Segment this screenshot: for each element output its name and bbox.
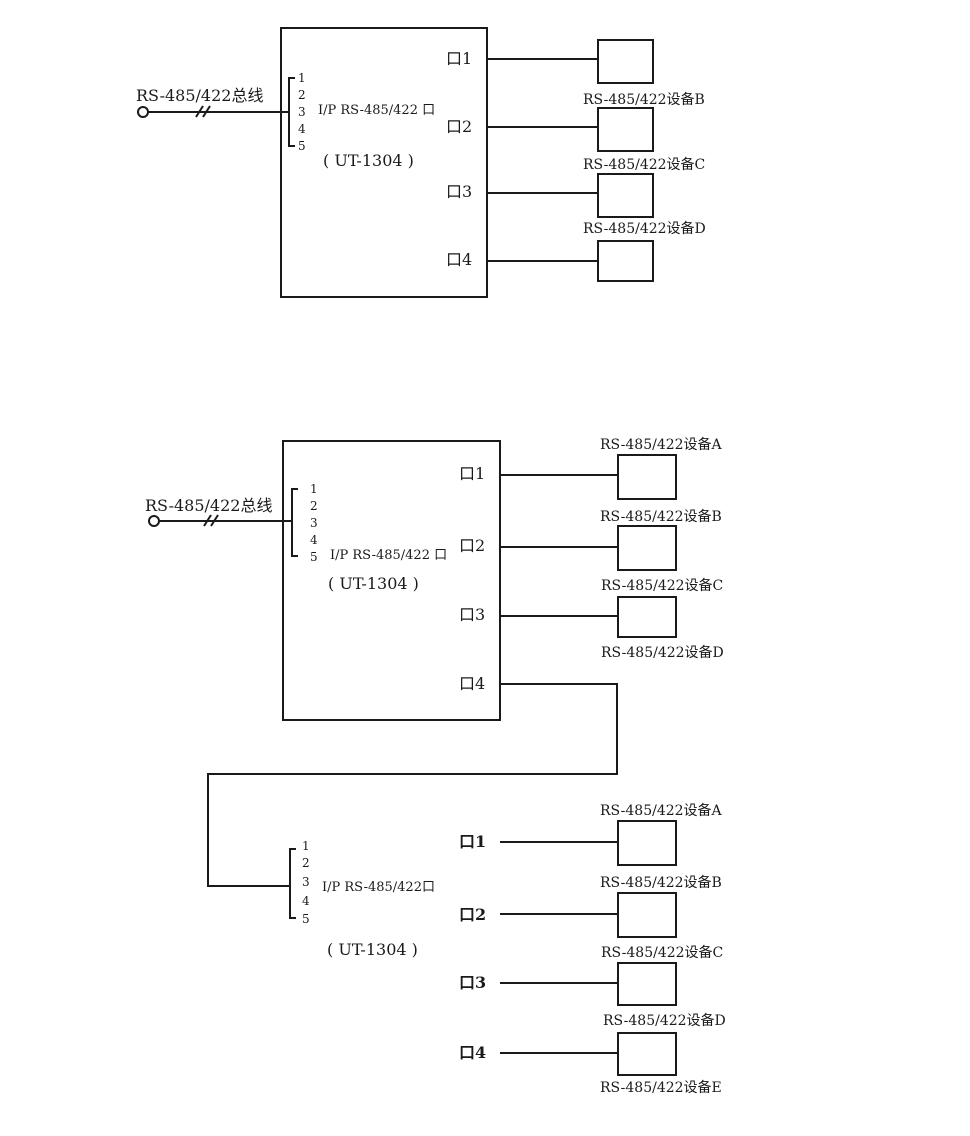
port-3-label: 口3 (459, 973, 486, 992)
device-c-label: RS-485/422设备C (601, 944, 723, 961)
pin-5: 5 (310, 550, 318, 564)
converter-box (280, 27, 488, 298)
device-d-label: RS-485/422设备D (601, 644, 724, 661)
device-box (617, 962, 677, 1006)
device-d-label: RS-485/422设备D (603, 1012, 726, 1029)
pin-5: 5 (298, 139, 306, 153)
bus-slash-2 (210, 514, 219, 527)
device-box (617, 892, 677, 938)
device-box (597, 240, 654, 282)
device-box (597, 173, 654, 218)
port-3-label: 口3 (459, 605, 485, 624)
pin-4: 4 (298, 122, 306, 136)
device-box (617, 820, 677, 866)
port-4-label: 口4 (446, 250, 472, 269)
device-box (597, 107, 654, 152)
ip-label: I/P RS-485/422 口 (330, 548, 447, 563)
pin-bracket (291, 488, 298, 557)
port-3-label: 口3 (446, 182, 472, 201)
device-c-label: RS-485/422设备C (601, 577, 723, 594)
diagram-2: RS-485/422总线 1 2 3 4 5 I/P RS-485/422 口 … (145, 436, 724, 887)
pin-bracket (288, 77, 295, 147)
device-d-label: RS-485/422设备D (583, 220, 706, 237)
bus-slash-1 (195, 105, 204, 118)
bus-terminal (137, 106, 149, 118)
port-2-label: 口2 (459, 536, 485, 555)
bus-terminal (148, 515, 160, 527)
pin-4: 4 (302, 894, 310, 908)
bus-slash-1 (203, 514, 212, 527)
device-b-label: RS-485/422设备B (583, 91, 705, 108)
port-2-label: 口2 (459, 905, 486, 924)
device-b-label: RS-485/422设备B (600, 508, 722, 525)
pin-3: 3 (302, 875, 310, 889)
ip-label: I/P RS-485/422口 (322, 880, 435, 895)
device-c-label: RS-485/422设备C (583, 156, 705, 173)
device-box (617, 1032, 677, 1076)
pin-3: 3 (310, 516, 318, 530)
bus-label: RS-485/422总线 (136, 86, 263, 105)
device-a-label: RS-485/422设备A (600, 436, 723, 453)
pin-1: 1 (298, 71, 306, 85)
model-label: ( UT-1304 ) (328, 574, 419, 593)
diagram-3: 1 2 3 4 5 I/P RS-485/422口 ( UT-1304 ) 口1… (289, 802, 726, 1096)
bus-label: RS-485/422总线 (145, 496, 272, 515)
device-box (617, 525, 677, 571)
pin-5: 5 (302, 912, 310, 926)
pin-bracket (289, 848, 296, 919)
bus-slash-2 (202, 105, 211, 118)
port-2-label: 口2 (446, 117, 472, 136)
pin-3: 3 (298, 105, 306, 119)
port-4-label: 口4 (459, 674, 485, 693)
ip-label: I/P RS-485/422 口 (318, 103, 435, 118)
device-box (617, 454, 677, 500)
device-b-label: RS-485/422设备B (600, 874, 722, 891)
pin-2: 2 (310, 499, 318, 513)
device-box (617, 596, 677, 638)
device-a-label: RS-485/422设备A (600, 802, 723, 819)
port-1-label: 口1 (446, 49, 472, 68)
port-1-label: 口1 (459, 464, 485, 483)
port-1-label: 口1 (459, 832, 486, 851)
cascade-link (207, 683, 618, 887)
pin-2: 2 (298, 88, 306, 102)
device-e-label: RS-485/422设备E (600, 1079, 722, 1096)
diagram-1: RS-485/422总线 1 2 3 4 5 I/P RS-485/422 口 … (136, 27, 706, 298)
pin-1: 1 (310, 482, 318, 496)
model-label: ( UT-1304 ) (327, 940, 418, 959)
pin-2: 2 (302, 856, 310, 870)
pin-1: 1 (302, 839, 310, 853)
port-4-label: 口4 (459, 1043, 486, 1062)
converter-box (282, 440, 501, 721)
device-box (597, 39, 654, 84)
pin-4: 4 (310, 533, 318, 547)
model-label: ( UT-1304 ) (323, 151, 414, 170)
